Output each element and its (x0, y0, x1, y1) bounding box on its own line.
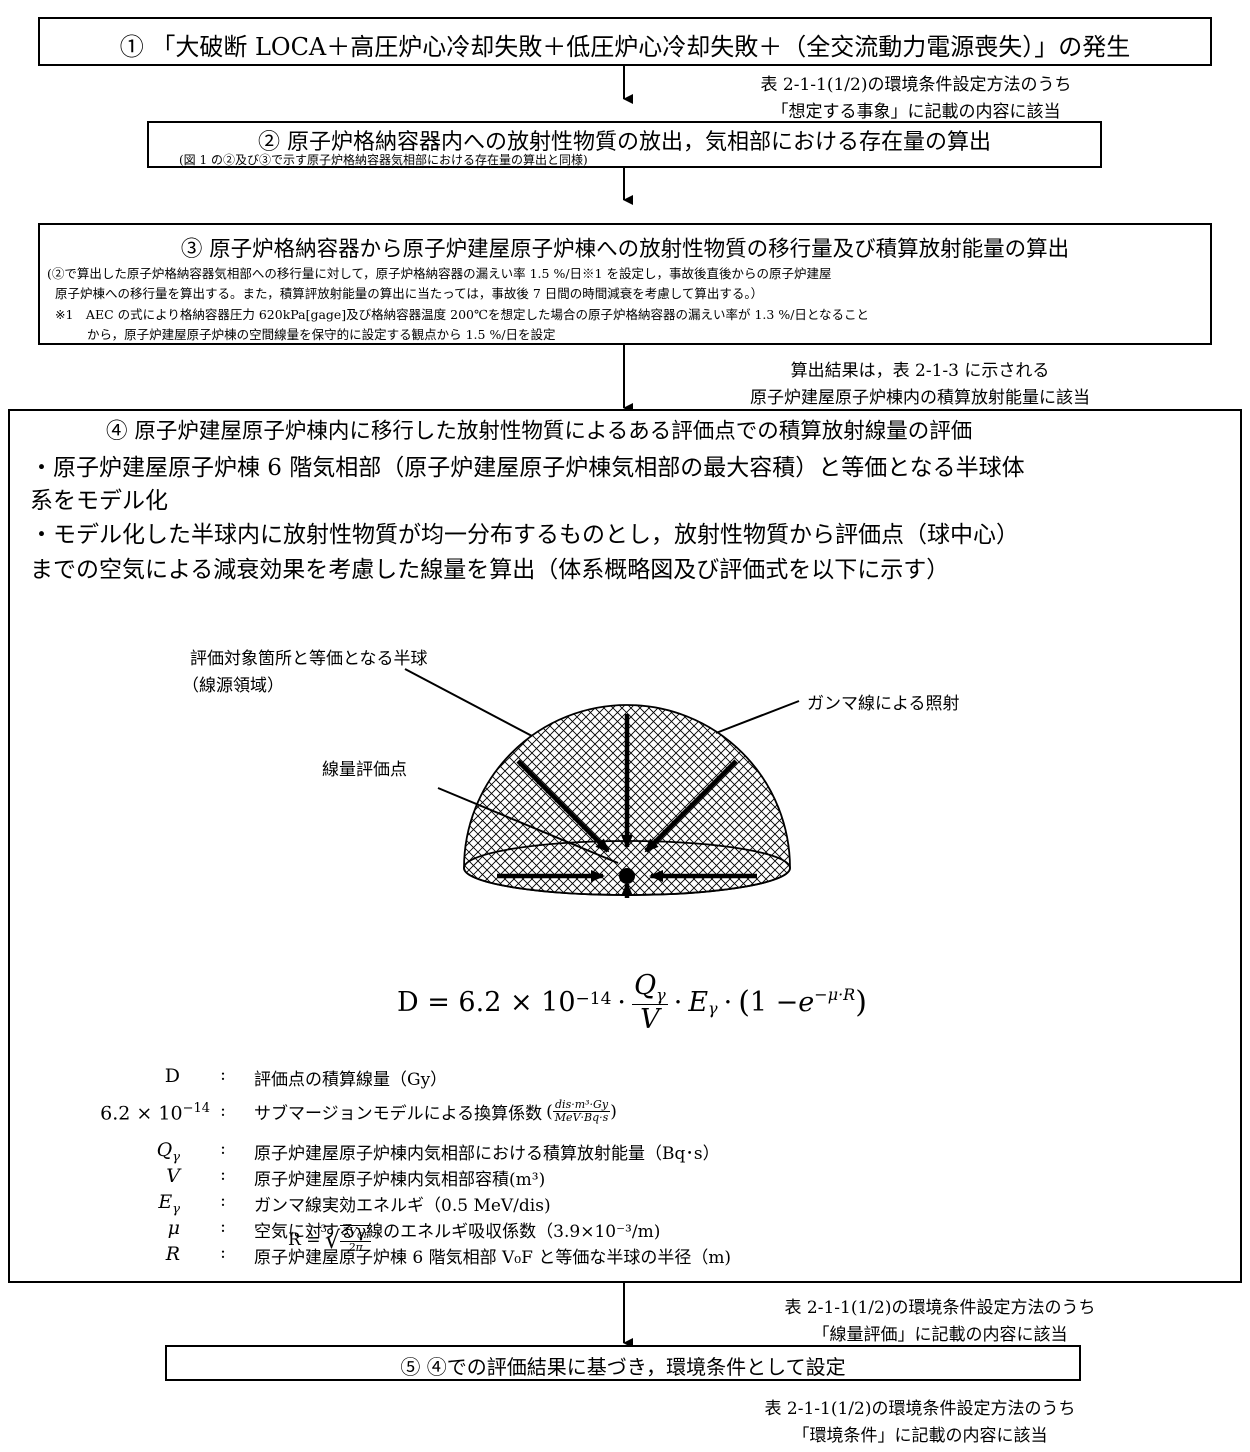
evaluation-point (619, 868, 635, 884)
var-sym-r: R (165, 1243, 180, 1265)
var-sym-mu: μ (167, 1217, 180, 1239)
step4-title: ④ 原子炉建屋原子炉棟内に移行した放射性物質によるある評価点での積算放射線量の評… (106, 419, 973, 444)
step4-bullet1a: ・原子炉建屋原子炉棟 6 階気相部（原子炉建屋原子炉棟気相部の最大容積）と等価と… (30, 455, 1025, 481)
step1-box: ① 「大破断 LOCA＋高圧炉心冷却失敗＋低圧炉心冷却失敗＋（全交流動力電源喪失… (38, 17, 1212, 66)
step4-bullet2a: ・モデル化した半球内に放射性物質が均一分布するものとし，放射性物質から評価点（球… (30, 522, 1019, 548)
var-desc-q: 原子炉建屋原子炉棟内気相部における積算放射能量（Bq･s） (254, 1144, 720, 1164)
var-desc-r: 原子炉建屋原子炉棟 6 階気相部 V₀F と等価な半球の半径（m) (254, 1248, 732, 1268)
note1-line2: 「想定する事象」に記載の内容に該当 (771, 102, 1061, 122)
var-desc-d: 評価点の積算線量（Gy） (254, 1070, 448, 1090)
step3-title: ③ 原子炉格納容器から原子炉建屋原子炉棟への放射性物質の移行量及び積算放射能量の… (180, 237, 1070, 262)
var-desc-v: 原子炉建屋原子炉棟内気相部容積(m³) (254, 1170, 546, 1190)
var-sym-e: Eγ (158, 1191, 180, 1217)
step4-bullet1b: 系をモデル化 (30, 488, 168, 514)
step3-note1: ※1 AEC の式により格納容器圧力 620kPa[gage]及び格納容器温度 … (55, 307, 870, 322)
step3-note2: から，原子炉建屋原子炉棟の空間線量を保守的に設定する観点から 1.5 %/日を設… (87, 327, 556, 342)
step5-title: ⑤ ④での評価結果に基づき，環境条件として設定 (400, 1355, 846, 1379)
label-hemisphere: 評価対象箇所と等価となる半球 (190, 649, 428, 669)
step3-box: ③ 原子炉格納容器から原子炉建屋原子炉棟への放射性物質の移行量及び積算放射能量の… (38, 223, 1212, 345)
note1-line1: 表 2-1-1(1/2)の環境条件設定方法のうち (760, 75, 1072, 95)
label-gamma: ガンマ線による照射 (807, 694, 960, 714)
step1-title: ① 「大破断 LOCA＋高圧炉心冷却失敗＋低圧炉心冷却失敗＋（全交流動力電源喪失… (119, 33, 1131, 61)
var-sym-coef: 6.2 × 10−14 (100, 1101, 210, 1125)
step3-sub2: 原子炉棟への移行量を算出する。また，積算評放射能量の算出に当たっては，事故後 7… (55, 286, 764, 301)
step2-sub: (図 1 の②及び③で示す原子炉格納容器気相部における存在量の算出と同様) (179, 153, 588, 167)
hemisphere-figure (404, 668, 800, 898)
var-desc-e: ガンマ線実効エネルギ（0.5 MeV/dis) (254, 1196, 551, 1216)
step4-box: ④ 原子炉建屋原子炉棟内に移行した放射性物質によるある評価点での積算放射線量の評… (8, 409, 1242, 1283)
note5-line1: 表 2-1-1(1/2)の環境条件設定方法のうち (764, 1399, 1076, 1419)
var-sym-v: V (166, 1165, 180, 1187)
note5-line2: 「環境条件」に記載の内容に該当 (792, 1426, 1048, 1446)
radius-formula: R = 3 √ 3VOF 2π (288, 1224, 372, 1254)
note3-line2: 原子炉建屋原子炉棟内の積算放射能量に該当 (750, 388, 1090, 408)
step2-title: ② 原子炉格納容器内への放射性物質の放出，気相部における存在量の算出 (258, 130, 991, 155)
label-evaluation-point: 線量評価点 (322, 760, 407, 780)
label-source-region: （線源領域） (182, 676, 284, 696)
var-sym-d: D (164, 1065, 180, 1087)
note4-line1: 表 2-1-1(1/2)の環境条件設定方法のうち (784, 1298, 1096, 1318)
var-desc-coef: サブマージョンモデルによる換算係数 ( dis·m³·Gy MeV·Bq·s ) (254, 1098, 617, 1125)
note4-line2: 「線量評価」に記載の内容に該当 (812, 1325, 1068, 1345)
step4-bullet2b: までの空気による減衰効果を考慮した線量を算出（体系概略図及び評価式を以下に示す） (30, 557, 950, 583)
note3-line1: 算出結果は，表 2-1-3 に示される (790, 361, 1050, 381)
step2-box: ② 原子炉格納容器内への放射性物質の放出，気相部における存在量の算出 (図 1 … (147, 121, 1102, 168)
step5-box: ⑤ ④での評価結果に基づき，環境条件として設定 (165, 1345, 1081, 1381)
var-desc-mu: 空気に対するγ線のエネルギ吸収係数（3.9×10⁻³/m) (254, 1222, 661, 1242)
step3-sub1: (②で算出した原子炉格納容器気相部への移行量に対して，原子炉格納容器の漏えい率 … (47, 266, 832, 281)
var-sym-q: Qγ (156, 1139, 180, 1165)
